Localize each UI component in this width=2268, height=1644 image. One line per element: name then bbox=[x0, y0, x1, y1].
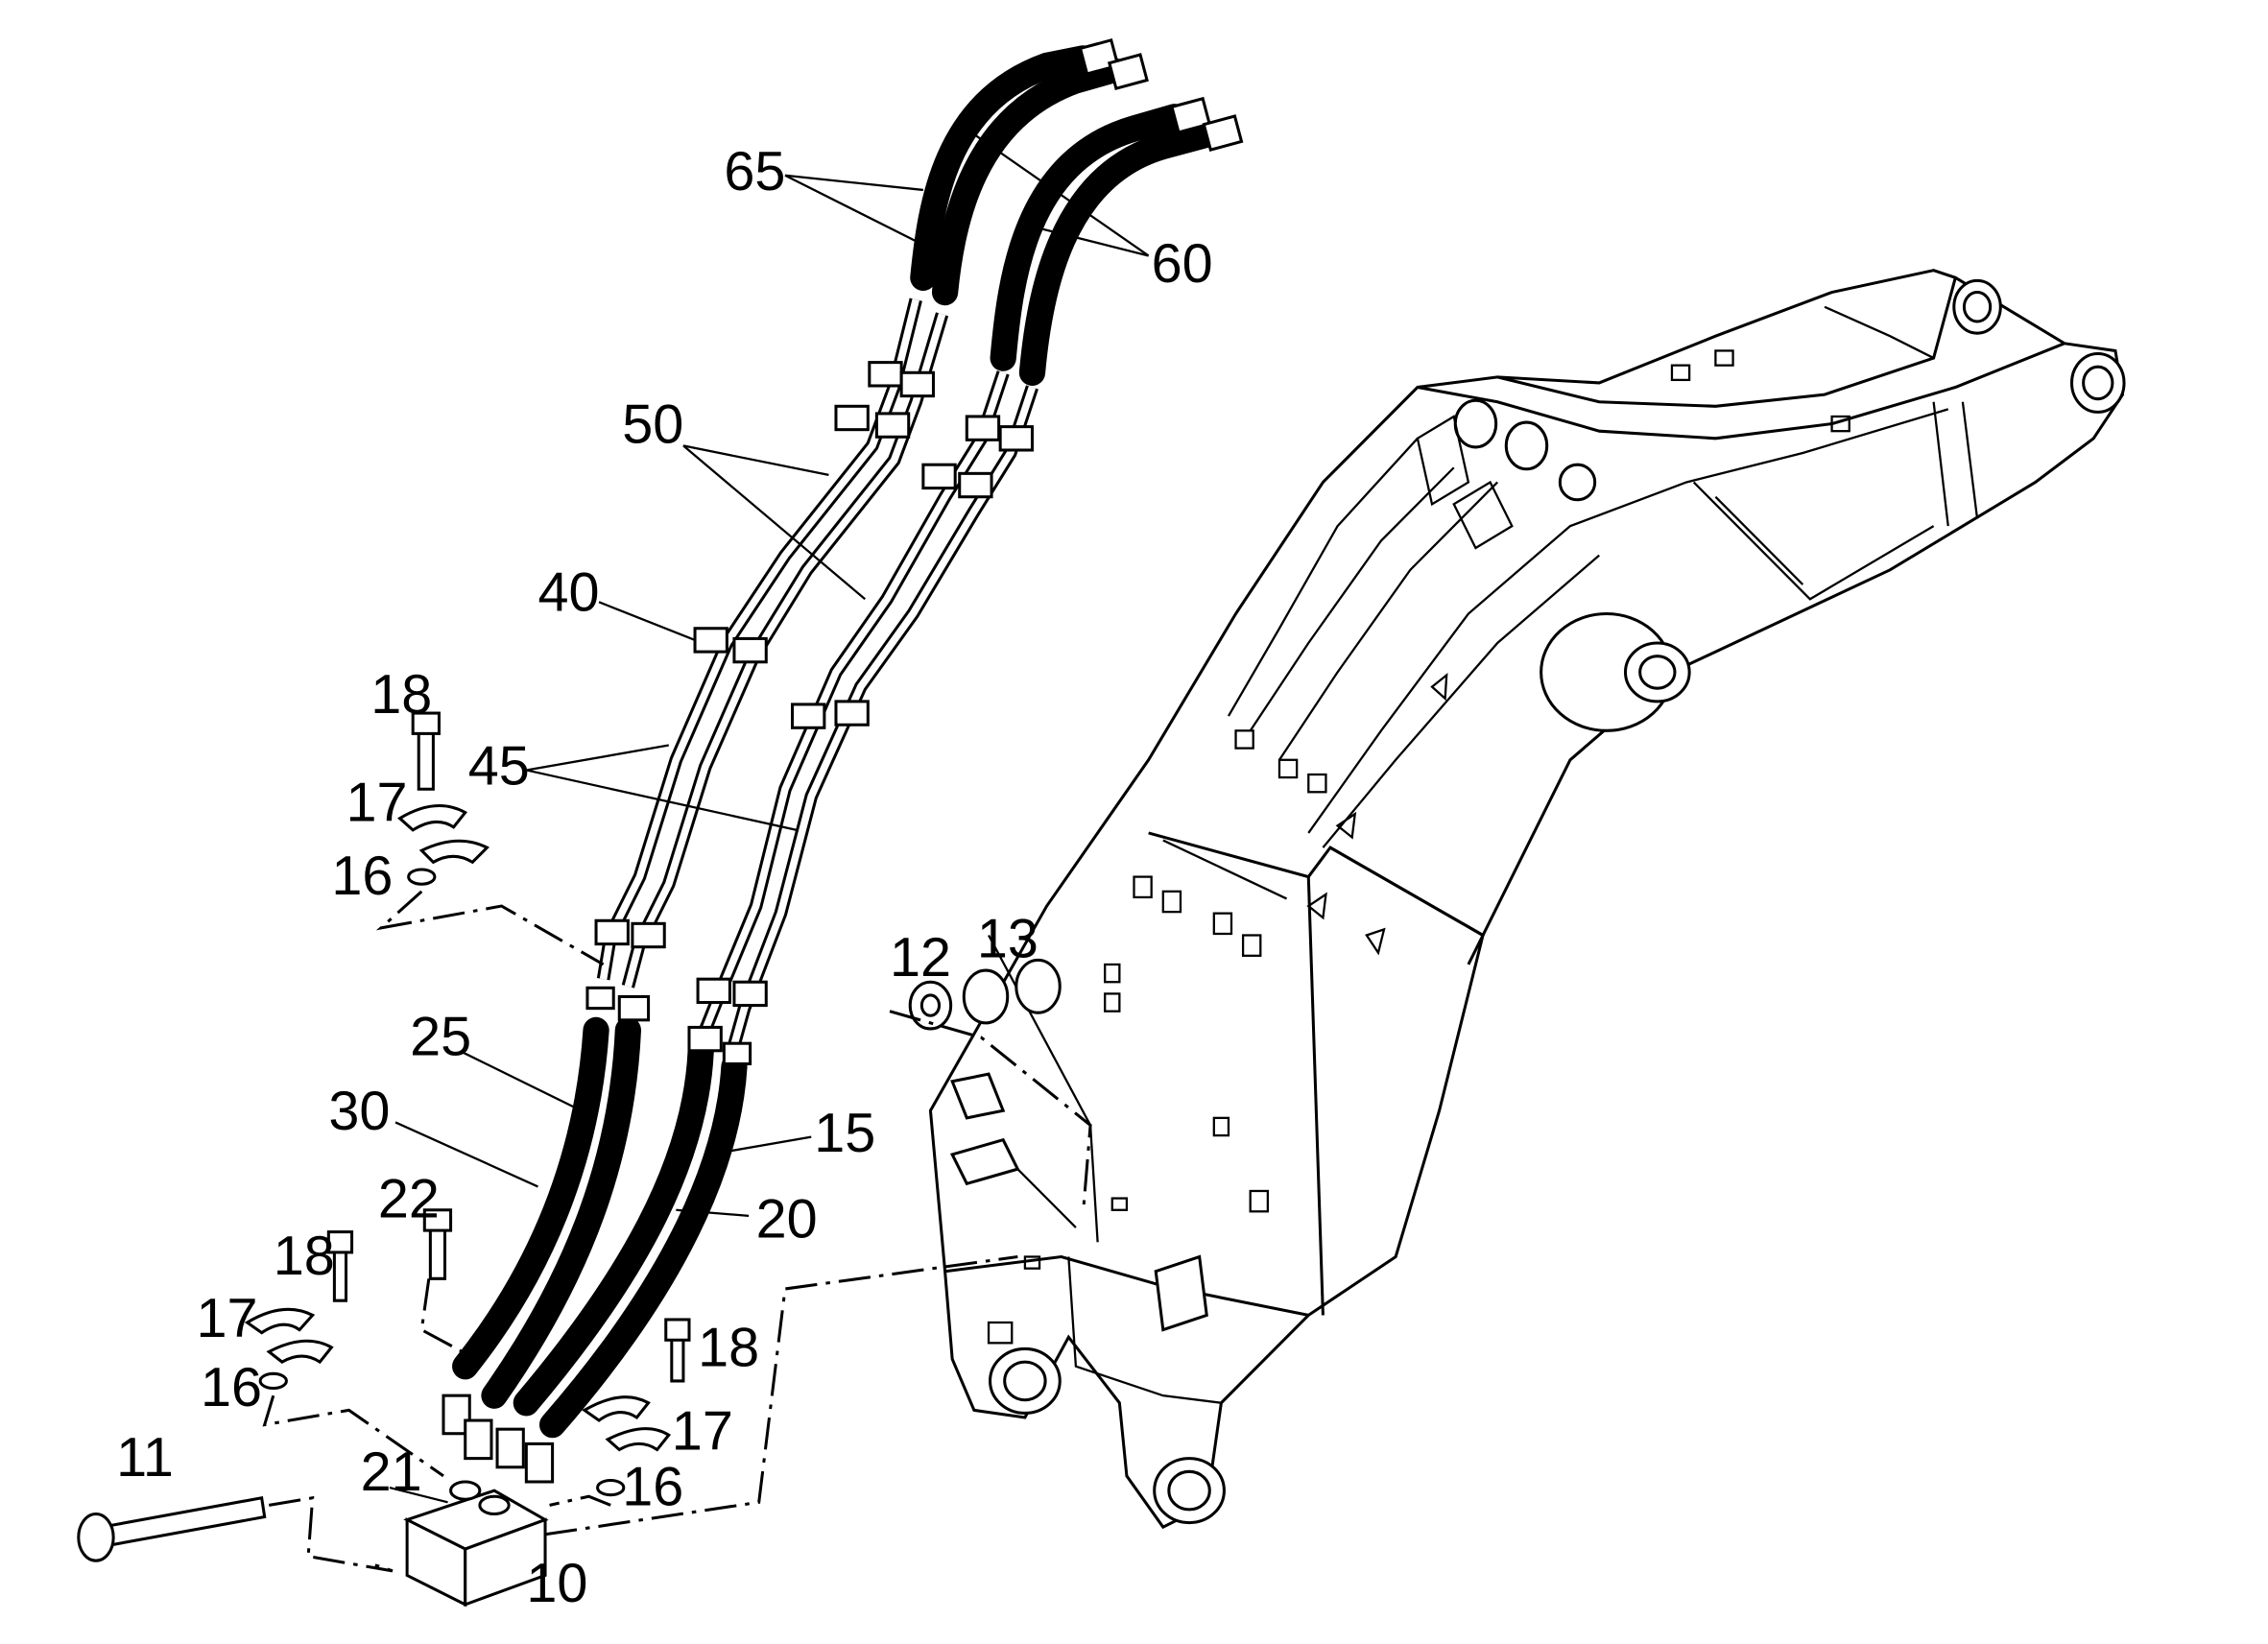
callout-65: 65 bbox=[724, 141, 785, 203]
callout-10: 10 bbox=[526, 1553, 587, 1614]
callout-60: 60 bbox=[1152, 233, 1213, 295]
callout-18-right: 18 bbox=[698, 1318, 759, 1379]
callout-11: 11 bbox=[116, 1427, 174, 1489]
boom-structure bbox=[928, 269, 2126, 1530]
assembly-lines bbox=[262, 890, 1092, 1573]
rigid-pipes bbox=[594, 298, 1039, 1047]
callout-25: 25 bbox=[410, 1006, 471, 1067]
upper-hoses bbox=[910, 37, 1244, 386]
callouts: 65 60 50 40 18 45 17 16 12 13 25 30 15 2… bbox=[116, 141, 1213, 1614]
callout-50: 50 bbox=[622, 393, 683, 455]
callout-21: 21 bbox=[361, 1441, 422, 1503]
callout-12: 12 bbox=[890, 927, 951, 989]
callout-22: 22 bbox=[378, 1168, 440, 1229]
callout-45: 45 bbox=[468, 736, 530, 798]
callout-17-mid: 17 bbox=[196, 1288, 257, 1349]
callout-15: 15 bbox=[814, 1103, 875, 1164]
small-parts bbox=[77, 711, 1062, 1608]
callout-17-top: 17 bbox=[346, 773, 408, 834]
callout-40: 40 bbox=[537, 561, 599, 623]
callout-16-mid: 16 bbox=[201, 1357, 262, 1418]
lower-hoses bbox=[442, 986, 752, 1484]
callout-17-right: 17 bbox=[672, 1400, 733, 1462]
callout-20: 20 bbox=[756, 1189, 818, 1251]
callout-18-mid: 18 bbox=[274, 1226, 335, 1287]
callout-16-top: 16 bbox=[331, 846, 393, 907]
callout-30: 30 bbox=[328, 1081, 390, 1142]
callout-16-right: 16 bbox=[622, 1456, 683, 1517]
callout-13: 13 bbox=[977, 908, 1039, 969]
leader-lines bbox=[389, 123, 1150, 1504]
callout-18-top: 18 bbox=[370, 664, 432, 726]
